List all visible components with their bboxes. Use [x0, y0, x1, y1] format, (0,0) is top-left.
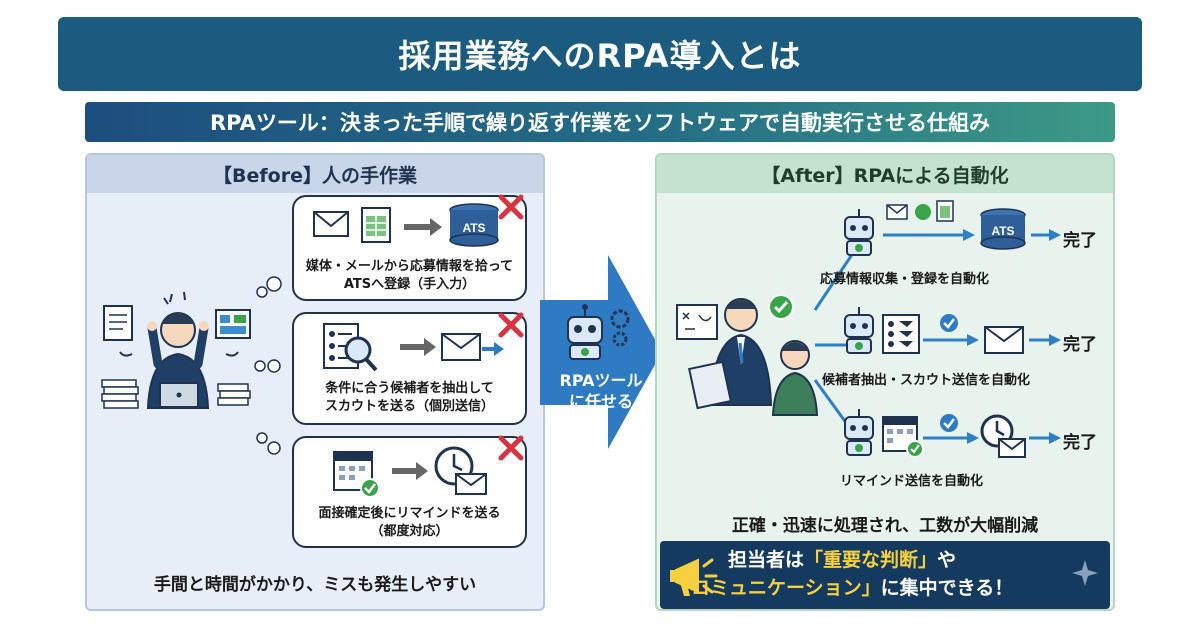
flow2-status: 完了 [1063, 335, 1097, 355]
megaphone-icon [670, 558, 718, 596]
ats-database-icon: ATS [980, 208, 1026, 250]
sparkle-icon [1072, 560, 1098, 586]
highlight-judgment: 「重要な判断」 [804, 549, 938, 571]
scout-envelope-icon [984, 326, 1024, 354]
magnifier-icon [344, 336, 372, 364]
calendar-icon [882, 416, 924, 458]
before-footer: 手間と時間がかかり、ミスも発生しやすい [153, 575, 477, 595]
task3-icons [333, 446, 487, 498]
ats-label: ATS [462, 221, 485, 235]
clock-icon [980, 414, 1026, 458]
thought-dots [254, 276, 282, 455]
subtitle-banner: RPAツール：決まった手順で繰り返す作業をソフトウェアで自動実行させる仕組み [85, 102, 1115, 142]
highlight-communication: 「コミュニケーション」 [672, 577, 881, 599]
robot-icon [844, 409, 874, 456]
task3-text: 面接確定後にリマインドを送る （都度対応） [318, 506, 501, 539]
flow2-label: 候補者抽出・スカウト送信を自動化 [822, 373, 1031, 388]
task2-icons [323, 323, 504, 372]
after-summary: 正確・迅速に処理され、工数が大幅削減 [731, 516, 1039, 536]
focus-banner [660, 541, 1110, 609]
page-title: 採用業務へのRPA導入とは [58, 17, 1142, 91]
task2-text: 条件に合う候補者を抽出して スカウトを送る（個別送信） [324, 381, 494, 414]
rpa-arrow [540, 255, 662, 449]
flow1-status: 完了 [1063, 231, 1097, 251]
task1-icons: ATS [313, 203, 499, 247]
after-diagram: ATS [676, 200, 1061, 458]
rpa-arrow-label: RPAツール に任せる [559, 371, 643, 411]
after-heading: 【After】RPAによる自動化 [657, 155, 1113, 193]
cross-icon [498, 435, 524, 461]
flow3-status: 完了 [1063, 433, 1097, 453]
flow3-label: リマインド送信を自動化 [840, 474, 984, 489]
before-heading: 【Before】人の手作業 [87, 155, 543, 193]
cross-icon [498, 312, 524, 338]
cross-icon [498, 194, 524, 220]
after-ats-label: ATS [991, 224, 1014, 238]
robot-icon [844, 307, 874, 354]
robot-icon [844, 209, 874, 256]
filter-list-icon [882, 314, 920, 354]
flow1-label: 応募情報収集・登録を自動化 [820, 272, 990, 287]
task-bubble-3 [292, 436, 527, 548]
focus-banner-text: 担当者は「重要な判断」や 「コミュニケーション」に集中できる！ [672, 549, 1014, 599]
stressed-worker-illustration [101, 291, 251, 409]
task1-text: 媒体・メールから応募情報を拾って ATSへ登録（手入力） [305, 259, 514, 292]
